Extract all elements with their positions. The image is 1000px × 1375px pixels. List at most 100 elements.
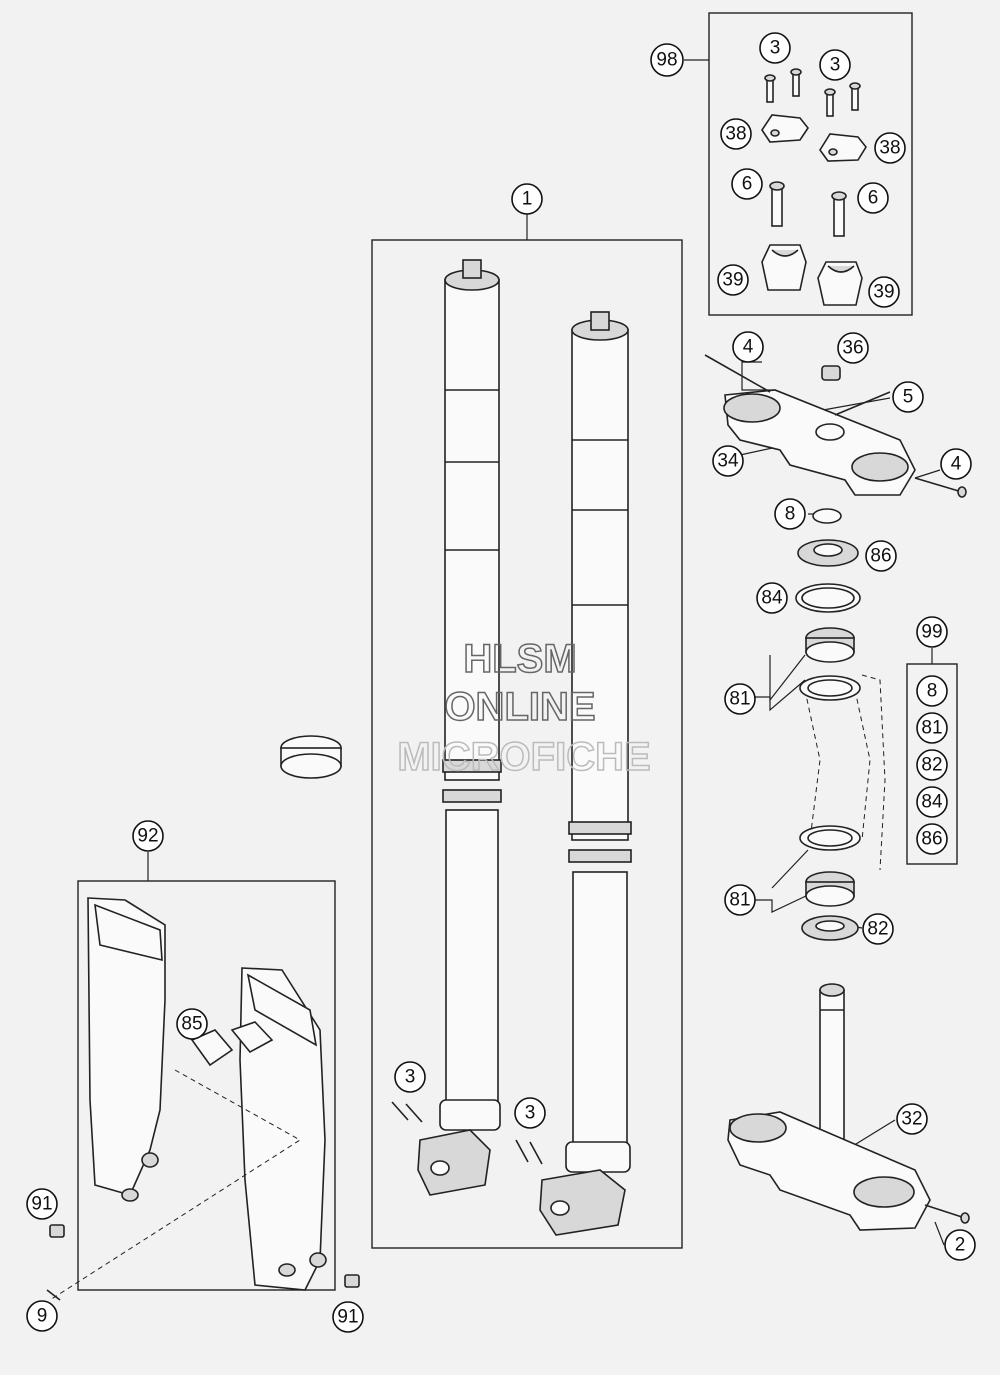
handlebar-riser-39-right — [817, 261, 863, 306]
callout-81: 81 — [724, 884, 756, 916]
svg-text:8: 8 — [927, 681, 938, 702]
svg-text:81: 81 — [729, 890, 750, 911]
svg-text:81: 81 — [921, 718, 942, 739]
svg-text:81: 81 — [729, 689, 750, 710]
callout-6: 6 — [731, 168, 763, 200]
callout-3: 3 — [819, 49, 851, 81]
callout-32: 32 — [896, 1103, 928, 1135]
callout-34: 34 — [712, 445, 744, 477]
callout-3: 3 — [514, 1097, 546, 1129]
callout-92: 92 — [132, 820, 164, 852]
watermark-line2: ONLINE — [444, 685, 595, 729]
callout-5: 5 — [892, 381, 924, 413]
callout-39: 39 — [868, 276, 900, 308]
seal-82 — [801, 915, 859, 941]
callout-6: 6 — [857, 182, 889, 214]
callout-38: 38 — [720, 118, 752, 150]
callout-99-8: 8 — [916, 675, 948, 707]
svg-text:6: 6 — [742, 174, 753, 195]
svg-text:3: 3 — [830, 55, 841, 76]
callout-2: 2 — [944, 1229, 976, 1261]
fork-guard-right — [239, 967, 327, 1291]
steering-bearing-81-upper — [805, 627, 855, 663]
svg-text:38: 38 — [725, 124, 746, 145]
svg-text:86: 86 — [870, 546, 891, 567]
callout-4: 4 — [732, 331, 764, 363]
handlebar-clamp-38-right — [819, 133, 867, 162]
callout-9: 9 — [26, 1300, 58, 1332]
svg-text:84: 84 — [921, 792, 943, 813]
svg-text:4: 4 — [951, 454, 962, 475]
svg-text:39: 39 — [722, 270, 743, 291]
callout-3: 3 — [759, 32, 791, 64]
svg-text:2: 2 — [955, 1235, 966, 1256]
bolt-3-left-b — [790, 68, 802, 97]
handlebar-riser-39-left — [761, 244, 807, 291]
svg-text:3: 3 — [770, 38, 781, 59]
callout-1: 1 — [511, 183, 543, 215]
callout-3: 3 — [394, 1061, 426, 1093]
svg-text:4: 4 — [743, 337, 754, 358]
callout-98: 98 — [650, 43, 684, 77]
callout-86: 86 — [865, 540, 897, 572]
callout-84: 84 — [756, 582, 788, 614]
steering-nut-36 — [821, 365, 841, 381]
svg-text:91: 91 — [31, 1194, 52, 1215]
svg-text:98: 98 — [656, 50, 677, 71]
bolt-6-left — [769, 181, 785, 227]
axle-clamp-bolts-left — [391, 1101, 423, 1123]
lower-triple-clamp-32 — [727, 983, 970, 1231]
svg-text:3: 3 — [525, 1103, 536, 1124]
bolt-3-right-a — [824, 88, 836, 117]
watermark-line3: MICROFICHE — [397, 735, 650, 779]
steering-bearing-81-lower — [805, 871, 855, 907]
svg-text:82: 82 — [921, 755, 942, 776]
svg-text:86: 86 — [921, 829, 942, 850]
svg-text:1: 1 — [522, 189, 533, 210]
upper-triple-clamp-34 — [704, 354, 967, 498]
fork-guard-left — [87, 897, 166, 1202]
svg-text:39: 39 — [873, 282, 894, 303]
fork-leg-left — [417, 259, 502, 1196]
svg-text:8: 8 — [785, 504, 796, 525]
bolt-3-left-a — [764, 74, 776, 103]
svg-text:82: 82 — [867, 919, 888, 940]
svg-text:32: 32 — [901, 1109, 922, 1130]
handlebar-clamp-38-left — [761, 114, 809, 143]
svg-text:3: 3 — [405, 1067, 416, 1088]
bracket-85 — [190, 1029, 234, 1067]
svg-text:85: 85 — [181, 1014, 202, 1035]
watermark: HLSM ONLINE MICROFICHE — [397, 636, 652, 780]
callout-99-86: 86 — [916, 823, 948, 855]
callout-4: 4 — [940, 448, 972, 480]
callout-91: 91 — [26, 1188, 58, 1220]
callout-99: 99 — [916, 616, 948, 648]
axle-clamp-bolts-right — [515, 1139, 543, 1165]
callout-99-81: 81 — [916, 712, 948, 744]
callout-99-84: 84 — [916, 786, 948, 818]
svg-text:99: 99 — [921, 622, 942, 643]
callout-82: 82 — [862, 913, 894, 945]
screw-91-left — [49, 1224, 65, 1238]
dust-seal-86 — [797, 539, 859, 567]
callout-38: 38 — [874, 132, 906, 164]
seal-ring-84 — [795, 583, 861, 613]
callout-8: 8 — [774, 498, 806, 530]
svg-text:5: 5 — [903, 387, 914, 408]
callout-81: 81 — [724, 683, 756, 715]
watermark-line1: HLSM — [463, 637, 576, 681]
fork-guard-box — [77, 880, 336, 1291]
stop-ring — [280, 735, 342, 779]
head-tube-outline — [799, 674, 886, 871]
callout-91: 91 — [332, 1301, 364, 1333]
svg-text:34: 34 — [717, 451, 739, 472]
svg-text:6: 6 — [868, 188, 879, 209]
fork-leg-right — [539, 311, 632, 1236]
kit-98-box — [708, 12, 913, 316]
svg-text:9: 9 — [37, 1306, 48, 1327]
screw-91-right — [344, 1274, 360, 1288]
svg-text:91: 91 — [337, 1307, 358, 1328]
svg-text:92: 92 — [137, 826, 158, 847]
callout-36: 36 — [837, 332, 869, 364]
